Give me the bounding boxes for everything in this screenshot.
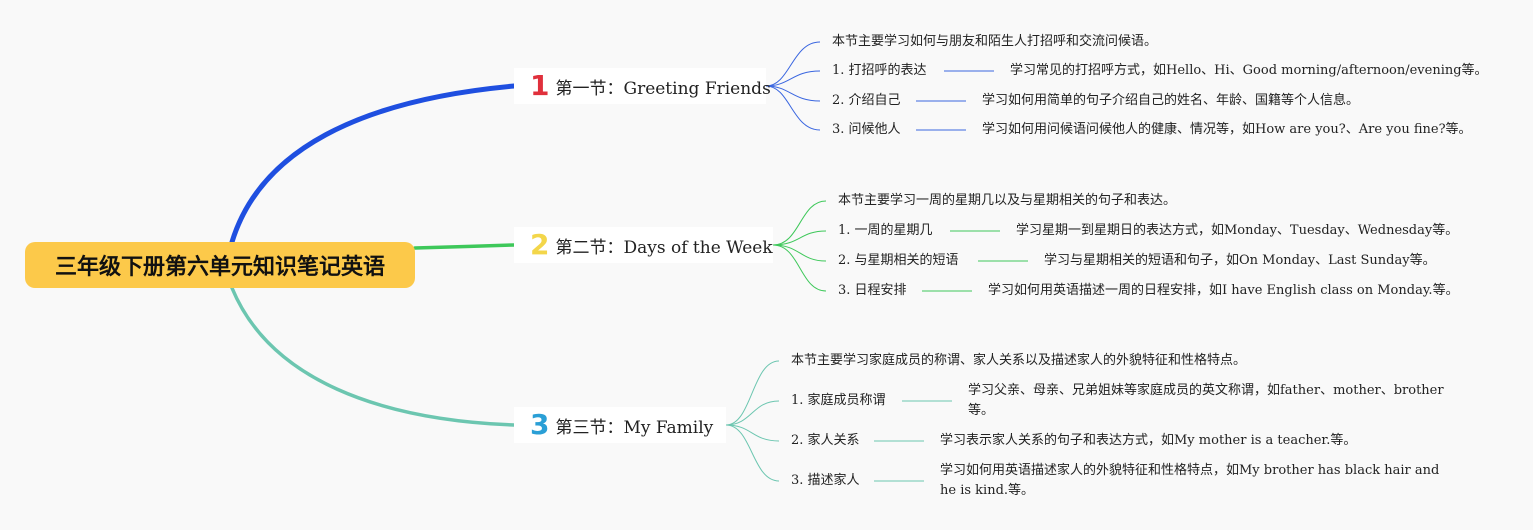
section-topic-1[interactable]: 1 第一节：Greeting Friends [514,68,771,104]
section3-item-3-label: 3. 描述家人 [791,473,860,488]
section2-sub-connectors [772,200,1028,292]
section1-item-2-label: 2. 介绍自己 [832,93,901,108]
section-title: 第一节：Greeting Friends [555,78,771,99]
root-title: 三年级下册第六单元知识笔记英语 [54,255,385,280]
section1-item-3-detail: 学习如何用问候语问候他人的健康、情况等，如How are you?、Are yo… [982,122,1472,137]
number-1-icon: 1 [530,69,550,102]
section3-item-2-detail: 学习表示家人关系的句子和表达方式，如My mother is a teacher… [940,433,1357,448]
root-topic[interactable]: 三年级下册第六单元知识笔记英语 [25,242,415,288]
branch-connector-2 [413,243,516,250]
section2-intro: 本节主要学习一周的星期几以及与星期相关的句子和表达。 [838,193,1177,208]
section3-item-1-detail: 学习父亲、母亲、兄弟姐妹等家庭成员的英文称谓，如father、mother、br… [968,383,1444,418]
section3-item-1-label: 1. 家庭成员称谓 [791,393,886,408]
section3-item-2-label: 2. 家人关系 [791,433,860,448]
branch-connector-3 [230,286,516,427]
section3-sub-connectors [725,360,952,482]
number-3-icon: 3 [530,408,550,441]
section2-item-2-label: 2. 与星期相关的短语 [838,253,959,268]
section3-item-3-detail: 学习如何用英语描述家人的外貌特征和性格特点，如My brother has bl… [940,463,1440,498]
section2-item-3-label: 3. 日程安排 [838,283,907,298]
section1-sub-connectors [765,41,994,131]
number-2-icon: 2 [530,228,550,261]
section1-item-2-detail: 学习如何用简单的句子介绍自己的姓名、年龄、国籍等个人信息。 [982,93,1360,108]
section1-item-3-label: 3. 问候他人 [832,122,901,137]
section1-item-1-label: 1. 打招呼的表达 [832,63,927,78]
branch-connector-1 [229,83,517,245]
section-topic-2[interactable]: 2 第二节：Days of the Week [514,227,773,263]
section-title: 第二节：Days of the Week [555,237,773,258]
section1-item-1-detail: 学习常见的打招呼方式，如Hello、Hi、Good morning/aftern… [1010,63,1488,78]
section-title: 第三节：My Family [555,417,714,438]
section-topic-3[interactable]: 3 第三节：My Family [514,407,726,443]
section2-item-3-detail: 学习如何用英语描述一周的日程安排，如I have English class o… [988,283,1459,298]
section1-intro: 本节主要学习如何与朋友和陌生人打招呼和交流问候语。 [832,34,1158,49]
section2-item-2-detail: 学习与星期相关的短语和句子，如On Monday、Last Sunday等。 [1044,253,1436,268]
section2-item-1-detail: 学习星期一到星期日的表达方式，如Monday、Tuesday、Wednesday… [1016,223,1459,238]
section2-item-1-label: 1. 一周的星期几 [838,223,933,238]
section3-intro: 本节主要学习家庭成员的称谓、家人关系以及描述家人的外貌特征和性格特点。 [791,353,1247,368]
